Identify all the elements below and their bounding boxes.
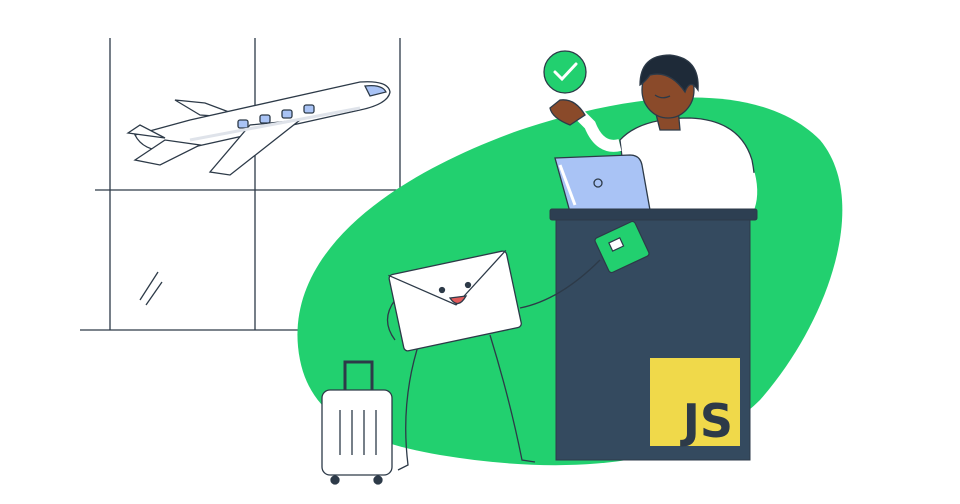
js-logo-text: JS — [680, 394, 733, 448]
laptop — [554, 154, 651, 213]
airplane — [126, 81, 391, 176]
js-logo: JS — [650, 358, 740, 448]
check-icon — [543, 50, 587, 94]
boarding-pass — [594, 220, 650, 274]
suitcase — [321, 360, 393, 485]
airport-window — [80, 38, 420, 331]
envelope-character — [386, 249, 601, 471]
agent-person — [549, 54, 758, 255]
